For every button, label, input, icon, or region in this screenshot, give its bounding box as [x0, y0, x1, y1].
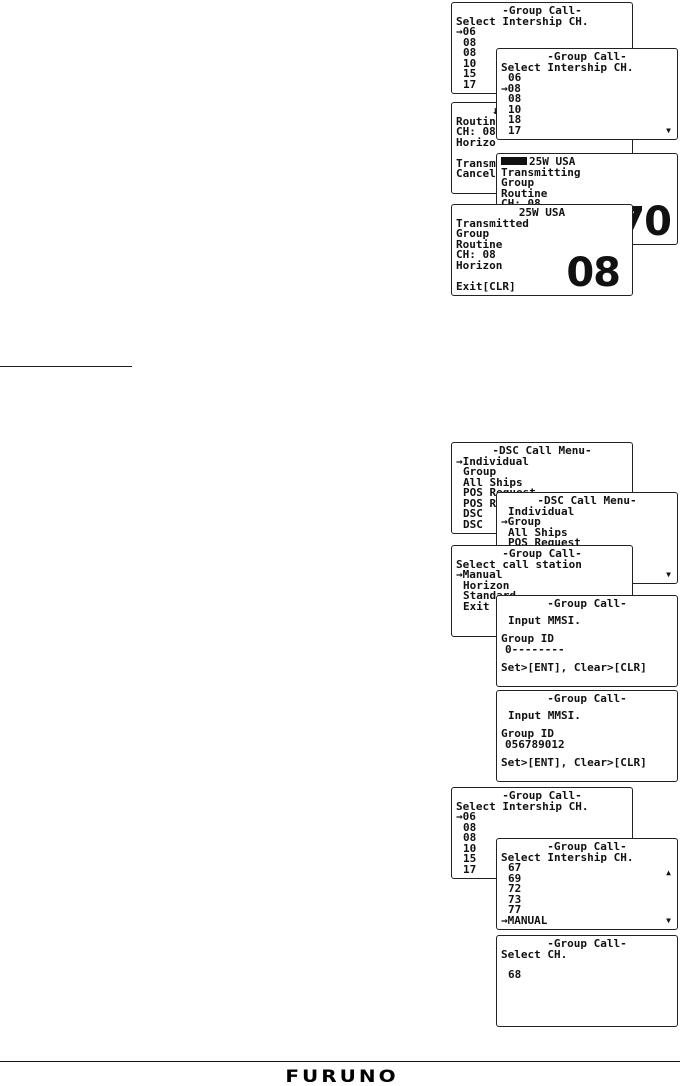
list-item: 08: [463, 820, 477, 834]
scroll-up-icon: ▲: [666, 868, 671, 877]
list-item: 08: [463, 46, 477, 59]
info-line: Horizon: [456, 258, 503, 272]
screen-group-call-ch-2: -Group Call- Select Intership CH. 06 →08…: [496, 48, 678, 140]
list-item: 17: [463, 862, 477, 876]
list-item: 18: [508, 113, 522, 126]
info-line: Transmitted: [456, 216, 529, 230]
power-region: 25W USA: [529, 155, 576, 168]
info-line: Group: [501, 176, 535, 189]
info-line: Group: [456, 227, 490, 240]
channel-number: 08: [566, 250, 621, 296]
screen-subtitle: Select CH.: [501, 947, 568, 961]
info-line: Routin: [456, 114, 496, 128]
list-item: 08: [463, 831, 477, 844]
scroll-down-icon: ▼: [666, 916, 671, 925]
info-line: Transmitting: [501, 165, 581, 179]
status-badge: [501, 157, 527, 165]
screen-title: -Group Call-: [547, 597, 627, 610]
screen-input-mmsi-1: -Group Call- Input MMSI. Group ID 0-----…: [496, 595, 678, 687]
list-item: 15: [463, 852, 477, 865]
info-line: Cancel: [456, 167, 496, 180]
list-item: 73: [508, 892, 522, 906]
info-line: CH: 08: [501, 198, 673, 210]
screen-title: -Group Call-: [502, 4, 582, 17]
list-item: 10: [508, 102, 522, 116]
prompt-text: Input MMSI.: [508, 613, 581, 627]
list-item: →06: [456, 25, 476, 38]
footer-divider: [0, 1061, 680, 1062]
screen-subtitle: Select Intership CH.: [501, 60, 634, 74]
menu-item: All Ships: [463, 475, 523, 489]
list-item: 08: [508, 92, 522, 105]
list-item: 67: [508, 861, 522, 874]
menu-item: Individual: [508, 504, 575, 518]
list-item: →08: [501, 81, 521, 95]
prompt-text: Input MMSI.: [508, 708, 581, 722]
list-item: 15: [463, 67, 477, 80]
screen-title: -DSC Call Menu-: [492, 444, 592, 457]
menu-item: All Ships: [508, 525, 568, 539]
list-item: 10: [463, 841, 477, 855]
furuno-logo: FURUNO: [285, 1065, 399, 1086]
screen-title: -Group Call-: [547, 840, 627, 853]
marker-glyph: ↓: [456, 105, 628, 117]
screen-title: -Group Call-: [547, 937, 627, 950]
menu-item: Exit: [463, 599, 490, 613]
screen-subtitle: Select call station: [456, 557, 582, 571]
key-hint: Set>[ENT], Clear>[CLR]: [501, 661, 647, 674]
list-item: →06: [456, 810, 476, 823]
list-item: 06: [508, 71, 522, 84]
list-item: 77: [508, 903, 522, 916]
menu-item: Standard: [463, 589, 516, 602]
list-item: 72: [508, 882, 522, 895]
channel-value: 68: [508, 968, 522, 981]
screen-subtitle: Select Intership CH.: [456, 14, 589, 28]
power-region: 25W USA: [518, 206, 566, 219]
menu-item: DSC: [463, 517, 483, 531]
list-item: 10: [463, 56, 477, 70]
screen-title: -Group Call-: [547, 50, 627, 63]
exit-hint: Exit[CLR]: [456, 279, 516, 293]
screen-subtitle: Select Intership CH.: [456, 799, 589, 813]
menu-item: Horizon: [463, 578, 510, 592]
group-id-field: 056789012: [505, 737, 565, 751]
info-line: CH: 08: [456, 125, 496, 138]
menu-item: →Individual: [456, 454, 529, 468]
list-item: 08: [463, 35, 477, 49]
menu-item: →Group: [501, 515, 541, 528]
screen-group-call-ch-4: -Group Call- Select Intership CH. 67 69 …: [496, 838, 678, 930]
group-id-field: 0--------: [505, 642, 565, 656]
list-item: →MANUAL: [501, 913, 548, 927]
screen-title: -Group Call-: [547, 692, 627, 705]
list-item: 17: [508, 123, 522, 137]
info-line: Routine: [501, 186, 548, 200]
info-line: Transm: [456, 156, 496, 170]
list-item: 17: [463, 77, 477, 91]
section-divider: [0, 366, 132, 367]
field-label: Group ID: [501, 727, 554, 740]
screen-title: -Group Call-: [502, 789, 582, 802]
menu-item: DSC: [463, 507, 483, 520]
screen-title: -Group Call-: [502, 547, 582, 560]
menu-item: Group: [463, 465, 497, 478]
menu-item: POS Request: [508, 536, 581, 549]
screen-title: -DSC Call Menu-: [537, 494, 637, 507]
list-item: 69: [508, 871, 522, 885]
screen-select-ch: -Group Call- Select CH. 68: [496, 935, 678, 1027]
scroll-down-icon: ▼: [666, 126, 671, 135]
info-line: Horizo: [456, 135, 496, 149]
info-line: CH: 08: [456, 248, 496, 261]
info-line: Routine: [456, 237, 503, 251]
screen-input-mmsi-2: -Group Call- Input MMSI. Group ID 056789…: [496, 690, 678, 782]
scroll-down-icon: ▼: [666, 570, 671, 579]
key-hint: Set>[ENT], Clear>[CLR]: [501, 756, 647, 769]
screen-transmitted: 25W USA Transmitted Group Routine CH: 08…: [451, 204, 633, 296]
field-label: Group ID: [501, 632, 554, 645]
screen-subtitle: Select Intership CH.: [501, 850, 634, 864]
menu-item: →Manual: [456, 568, 503, 581]
